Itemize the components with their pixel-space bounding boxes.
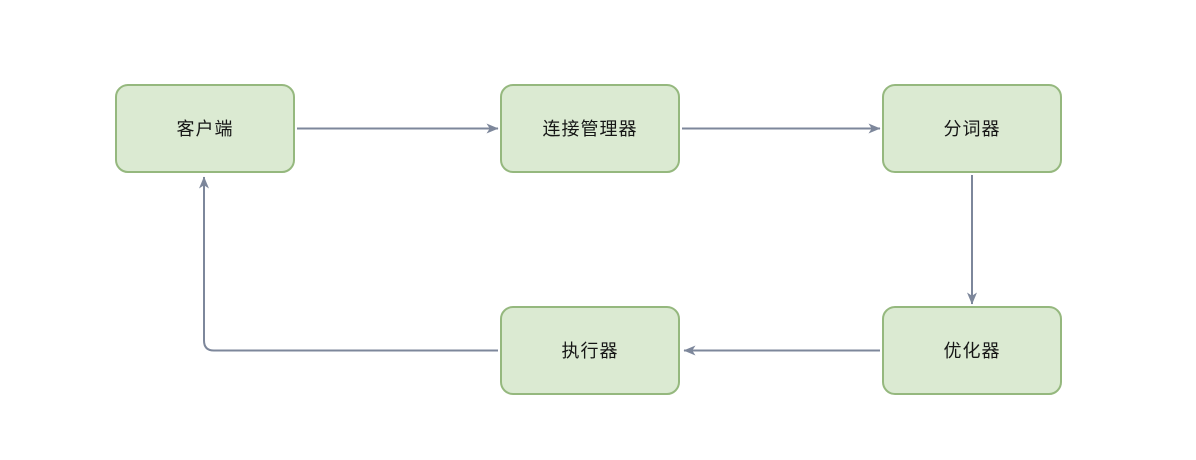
node-connection-manager-label: 连接管理器	[542, 118, 638, 139]
node-connection-manager: 连接管理器	[500, 84, 680, 173]
node-tokenizer: 分词器	[882, 84, 1062, 173]
node-optimizer: 优化器	[882, 306, 1062, 395]
node-executor-label: 执行器	[561, 340, 619, 361]
node-client-label: 客户端	[176, 118, 234, 139]
node-tokenizer-label: 分词器	[943, 118, 1001, 139]
node-client: 客户端	[115, 84, 295, 173]
node-optimizer-label: 优化器	[943, 340, 1001, 361]
node-executor: 执行器	[500, 306, 680, 395]
edge-executor-to-client	[199, 176, 498, 352]
